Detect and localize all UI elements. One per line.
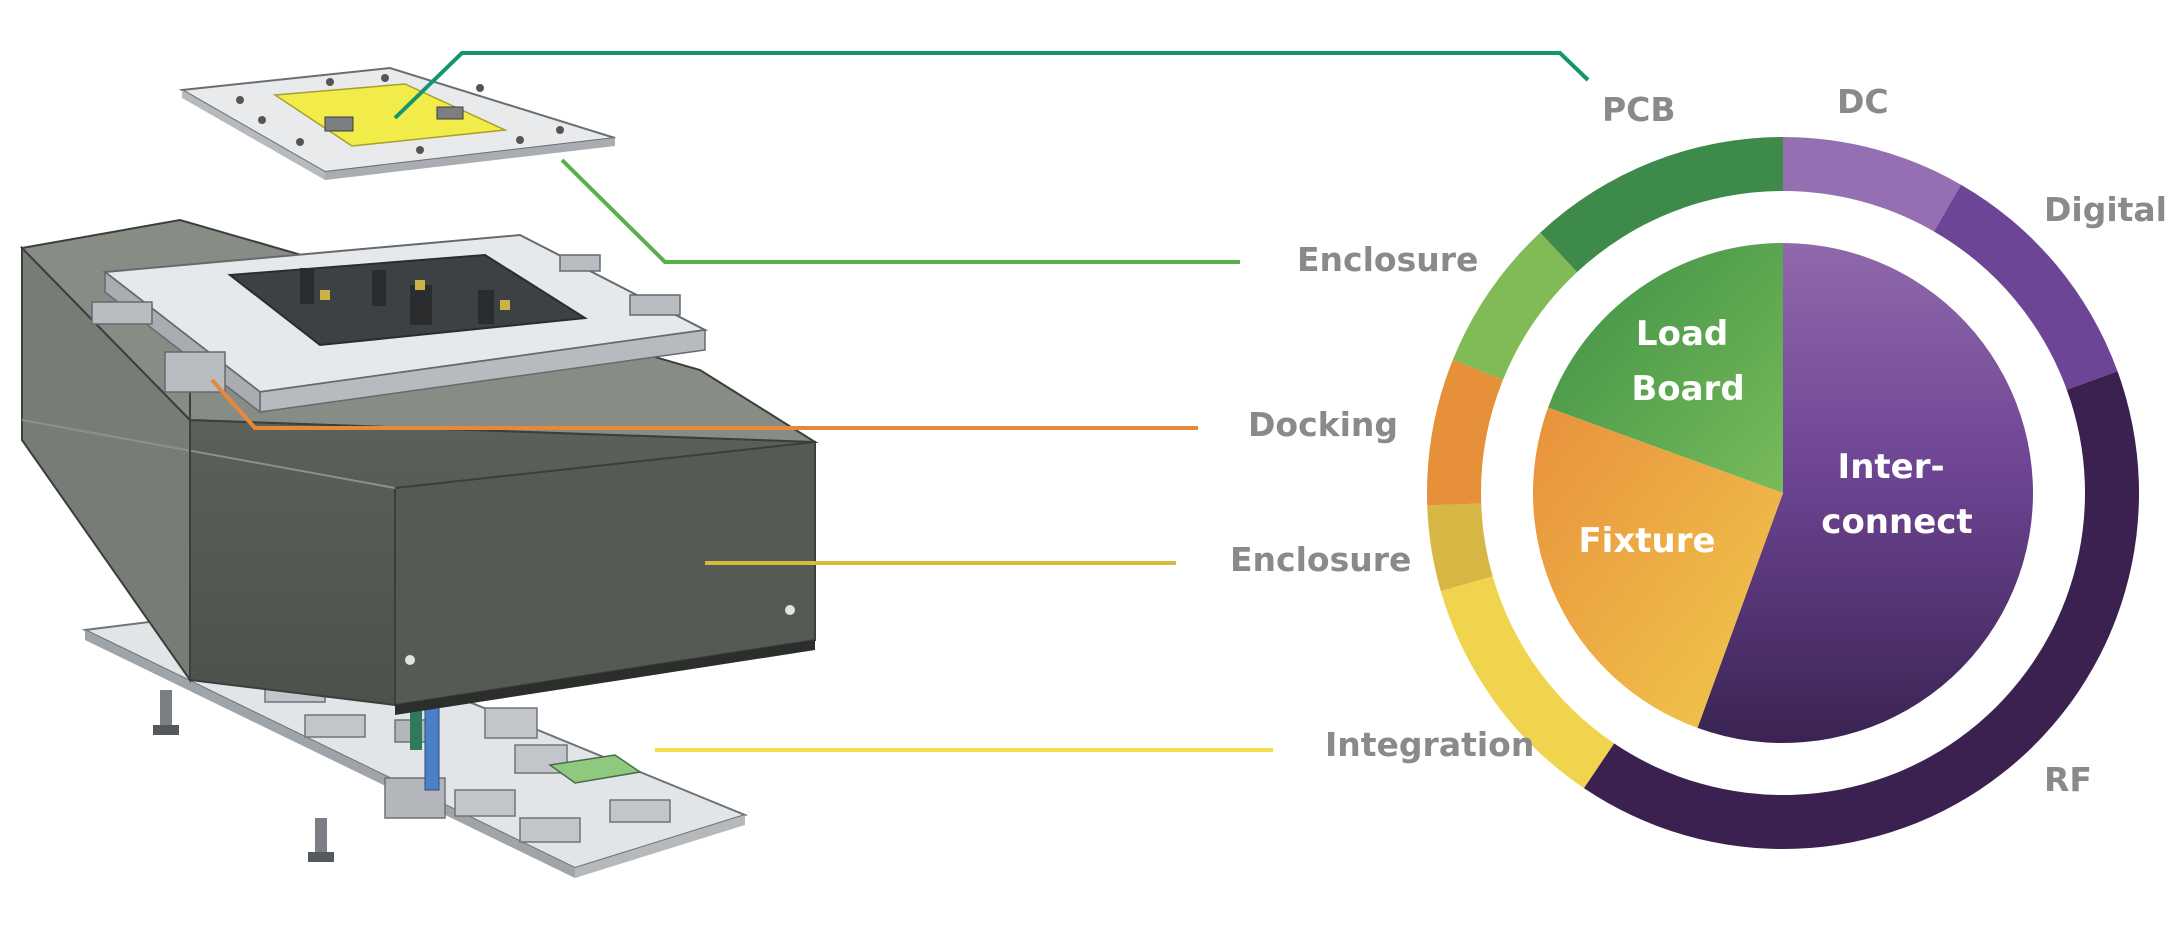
label-enclosure-mid: Enclosure: [1230, 540, 1412, 579]
label-digital: Digital: [2044, 190, 2167, 229]
ring-segment-digital: [1934, 184, 2118, 390]
ring-segment-pcb: [1540, 137, 1783, 273]
label-dc: DC: [1837, 82, 1889, 121]
label-pcb: PCB: [1602, 90, 1676, 129]
inner-pie: [1533, 243, 2034, 743]
label-rf: RF: [2044, 760, 2092, 799]
inner-label-load-board: Load Board: [1631, 314, 1744, 409]
docking-leader-line: [210, 378, 1198, 430]
pie-slice-interconnect: [1697, 243, 2034, 743]
label-integration: Integration: [1325, 725, 1535, 764]
label-enclosure-top: Enclosure: [1297, 240, 1479, 279]
assembly-illustration: [19, 66, 819, 878]
ring-segment-docking: [1427, 359, 1503, 506]
pcb-plate: [178, 66, 616, 180]
label-docking: Docking: [1248, 405, 1398, 444]
docking-frame: [91, 233, 709, 414]
inner-label-fixture: Fixture: [1578, 521, 1715, 561]
pcb-leader-line: [393, 51, 1590, 120]
pie-slice-fixture: [1533, 407, 1783, 728]
ring-segment-enclosure-top: [1452, 232, 1578, 380]
pie-slice-load-board: [1548, 243, 1783, 493]
inner-label-interconnect: Inter- connect: [1821, 447, 1972, 542]
outer-ring: [1427, 137, 2139, 850]
ring-segment-dc: [1783, 137, 1961, 232]
callout-lines: [210, 51, 1590, 752]
ring-segment-rf: [1583, 371, 2139, 850]
ring-segment-enclosure-mid: [1427, 503, 1493, 592]
ring-segment-integration: [1440, 576, 1615, 789]
enclosure-top-leader-line: [560, 158, 1240, 264]
cost-breakdown-chart: Load Board Inter- connect Fixture: [1427, 137, 2139, 850]
